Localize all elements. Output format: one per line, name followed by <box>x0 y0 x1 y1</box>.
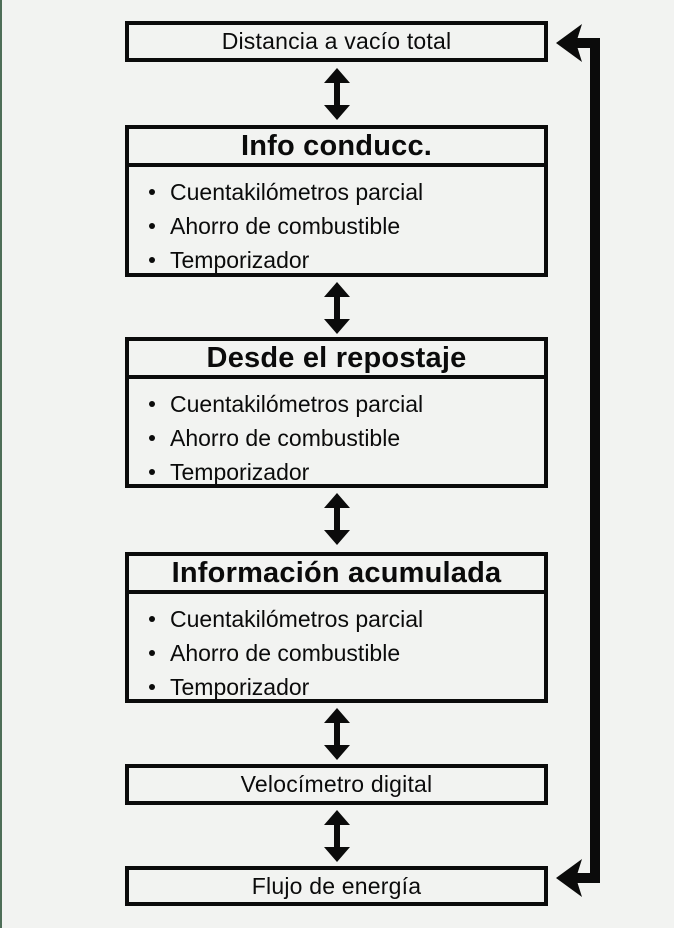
node-title: Velocímetro digital <box>240 771 433 797</box>
loop-arrowhead-bottom-icon <box>556 859 582 897</box>
node-title: Información acumulada <box>129 556 544 594</box>
loop-return-arrow <box>550 20 606 904</box>
node-velocimetro-digital: Velocímetro digital <box>125 764 548 805</box>
bullet-icon <box>149 401 155 407</box>
bullet-icon <box>149 435 155 441</box>
node-desde-el-repostaje: Desde el repostaje Cuentakilómetros parc… <box>125 337 548 488</box>
node-flujo-de-energia: Flujo de energía <box>125 866 548 906</box>
list-item: Ahorro de combustible <box>149 209 538 243</box>
list-item: Cuentakilómetros parcial <box>149 175 538 209</box>
node-distancia-a-vacio-total: Distancia a vacío total <box>125 21 548 62</box>
list-item: Temporizador <box>149 455 538 489</box>
node-title: Desde el repostaje <box>129 341 544 379</box>
bullet-icon <box>149 684 155 690</box>
double-arrow-icon <box>324 708 350 760</box>
double-arrow-icon <box>324 282 350 334</box>
node-item-list: Cuentakilómetros parcial Ahorro de combu… <box>129 167 544 277</box>
bullet-icon <box>149 223 155 229</box>
bullet-icon <box>149 257 155 263</box>
page-left-edge <box>0 0 2 928</box>
double-arrow-icon <box>324 68 350 120</box>
list-item-label: Temporizador <box>170 673 310 700</box>
node-title: Distancia a vacío total <box>221 28 452 54</box>
list-item-label: Ahorro de combustible <box>170 424 401 451</box>
bullet-icon <box>149 616 155 622</box>
list-item-label: Cuentakilómetros parcial <box>170 605 424 632</box>
double-arrow-icon <box>324 493 350 545</box>
list-item-label: Ahorro de combustible <box>170 212 401 239</box>
node-info-conducc: Info conducc. Cuentakilómetros parcial A… <box>125 125 548 277</box>
list-item: Temporizador <box>149 243 538 277</box>
node-title: Info conducc. <box>129 129 544 167</box>
node-title: Flujo de energía <box>251 872 422 899</box>
bullet-icon <box>149 469 155 475</box>
list-item: Ahorro de combustible <box>149 421 538 455</box>
list-item-label: Ahorro de combustible <box>170 639 401 666</box>
list-item-label: Cuentakilómetros parcial <box>170 390 424 417</box>
node-item-list: Cuentakilómetros parcial Ahorro de combu… <box>129 594 544 704</box>
list-item: Cuentakilómetros parcial <box>149 387 538 421</box>
node-informacion-acumulada: Información acumulada Cuentakilómetros p… <box>125 552 548 703</box>
list-item-label: Temporizador <box>170 458 310 485</box>
list-item-label: Temporizador <box>170 246 310 273</box>
list-item: Temporizador <box>149 670 538 704</box>
bullet-icon <box>149 189 155 195</box>
list-item-label: Cuentakilómetros parcial <box>170 178 424 205</box>
list-item: Cuentakilómetros parcial <box>149 602 538 636</box>
bullet-icon <box>149 650 155 656</box>
double-arrow-icon <box>324 810 350 862</box>
list-item: Ahorro de combustible <box>149 636 538 670</box>
loop-arrowhead-top-icon <box>556 24 582 62</box>
node-item-list: Cuentakilómetros parcial Ahorro de combu… <box>129 379 544 489</box>
